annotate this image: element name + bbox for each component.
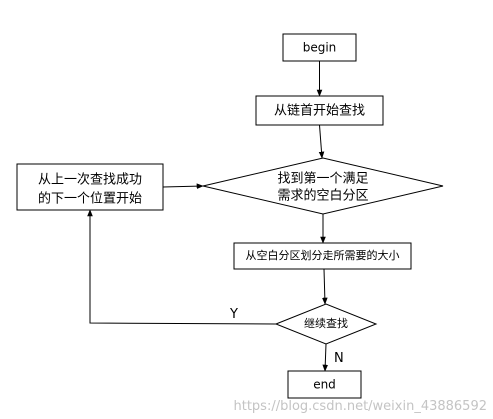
edge-allocate-to-continue bbox=[322, 268, 328, 305]
edge-label-yes: Y bbox=[229, 307, 238, 322]
node-start-from-head-label: 从链首开始查找 bbox=[274, 104, 365, 119]
node-allocate: 从空白分区划分走所需要的大小 bbox=[233, 242, 412, 270]
node-restart-label-line1: 从上一次查找成功 bbox=[38, 172, 142, 188]
edge-continue-to-end bbox=[322, 343, 329, 372]
node-end-label: end bbox=[313, 378, 336, 392]
node-begin: begin bbox=[282, 33, 357, 62]
node-allocate-label: 从空白分区划分走所需要的大小 bbox=[246, 248, 400, 262]
node-begin-label: begin bbox=[303, 41, 337, 55]
node-find-first-label-line1: 找到第一个满足 bbox=[277, 172, 368, 187]
node-find-first-label-line2: 需求的空白分区 bbox=[277, 188, 368, 204]
edge-start-to-find bbox=[318, 124, 325, 159]
edge-continue-yes-loop bbox=[87, 209, 277, 325]
edge-label-no: N bbox=[334, 351, 344, 366]
node-start-from-head: 从链首开始查找 bbox=[255, 95, 384, 126]
node-find-first-decision: 找到第一个满足 需求的空白分区 bbox=[202, 157, 444, 215]
node-continue-decision: 继续查找 bbox=[274, 303, 378, 345]
node-end: end bbox=[287, 370, 362, 399]
watermark-text: https://blog.csdn.net/weixin_43886592 bbox=[233, 399, 487, 414]
node-restart-from-last: 从上一次查找成功 的下一个位置开始 bbox=[16, 163, 164, 211]
node-restart-label-line2: 的下一个位置开始 bbox=[38, 191, 142, 207]
edge-restart-to-find bbox=[162, 183, 204, 189]
node-continue-label: 继续查找 bbox=[304, 316, 348, 330]
